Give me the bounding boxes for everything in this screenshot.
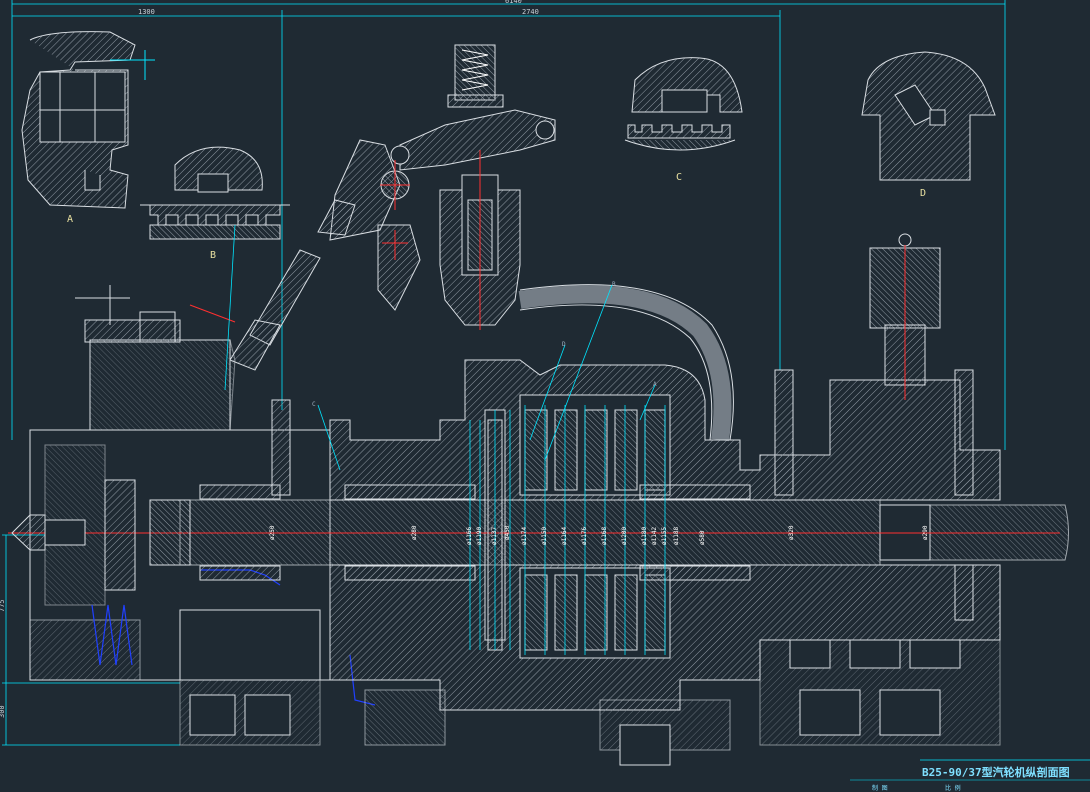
diam-label: ø1137 [491, 527, 498, 545]
diam-label: ø1150 [541, 527, 548, 545]
detail-label-b: B [210, 250, 216, 261]
diam-label: ø1190 [476, 527, 483, 545]
base-frame [179, 679, 731, 766]
top-dimensions [11, 0, 1006, 450]
diam-label: ø1188 [673, 527, 680, 545]
dim-left-span: 1300 [138, 8, 155, 16]
leader-lines [224, 224, 666, 655]
diam-label: ø1200 [621, 527, 628, 545]
dim-overall: 6140 [505, 0, 522, 5]
detail-b [140, 146, 290, 240]
detail-d [861, 51, 996, 181]
diam-label: ø1166 [466, 527, 473, 545]
title-row-left: 制 图 [872, 784, 888, 792]
leader-letters: B D A C [312, 281, 657, 408]
rotor-shaft [8, 419, 1069, 651]
diam-label: ø290 [922, 525, 929, 540]
detail-label-c: C [676, 172, 682, 183]
diam-label: ø1164 [561, 527, 568, 545]
diam-label: ø1155 [661, 527, 668, 545]
valve-linkage [229, 44, 556, 371]
diam-label: ø1180 [641, 527, 648, 545]
leader-letter-b: B [612, 281, 616, 288]
diam-label: ø580 [699, 530, 706, 545]
control-valve [377, 150, 521, 330]
diam-label: ø320 [788, 525, 795, 540]
steam-pipe [518, 284, 734, 442]
title-block: B25-90/37型汽轮机纵剖面图 制 图 比 例 [850, 759, 1090, 792]
detail-label-a: A [67, 214, 73, 225]
diam-label: ø1176 [581, 527, 588, 545]
leader-letter-c: C [312, 401, 316, 408]
diam-label: ø1168 [601, 527, 608, 545]
diam-label: ø250 [269, 525, 276, 540]
detail-a [21, 31, 155, 209]
drawing-title: B25-90/37型汽轮机纵剖面图 [922, 765, 1070, 779]
shaft-seals [199, 484, 751, 581]
leader-letter-a: A [653, 381, 657, 388]
rear-pedestal [759, 233, 1001, 746]
title-row-mid: 比 例 [945, 784, 961, 792]
diam-label: ø1174 [521, 527, 528, 545]
bearing-studs [271, 369, 974, 621]
detail-c [624, 57, 743, 151]
diam-label: ø450 [504, 525, 511, 540]
front-coupling [11, 479, 191, 591]
detail-label-d: D [920, 188, 926, 199]
diam-label: ø280 [411, 525, 418, 540]
leader-letter-d: D [562, 341, 566, 348]
dim-right-span: 2740 [522, 8, 539, 16]
dim-vertical-b: 300 [0, 705, 6, 718]
diam-label: ø1142 [651, 527, 658, 545]
diameter-labels: ø250 ø280 ø450 ø1166 ø1190 ø1137 ø1174 ø… [269, 525, 929, 545]
dim-vertical-a: 775 [0, 599, 6, 612]
